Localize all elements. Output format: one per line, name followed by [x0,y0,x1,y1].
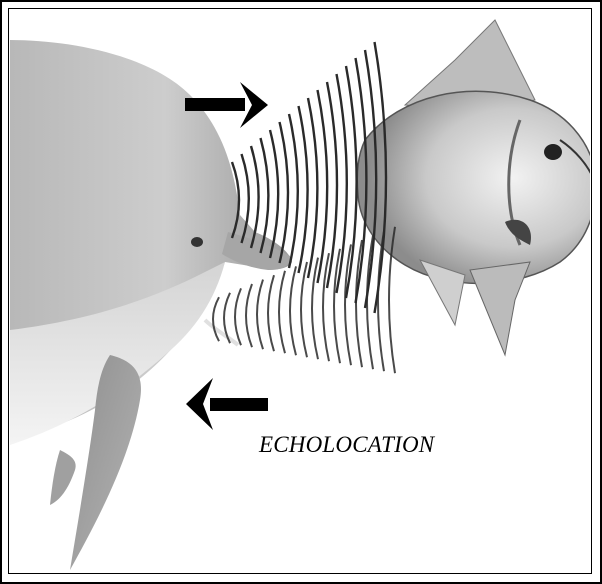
fish-body [357,91,596,283]
dolphin-jaw [205,320,238,345]
fish [357,20,596,355]
echo-wave-arc [323,253,329,361]
fish-lower-fin [470,262,530,355]
echo-wave-arc [268,275,274,351]
echo-wave-arc [290,266,296,355]
echo-wave-arc [301,262,307,357]
sound-wave-arc [270,130,278,258]
dolphin-flipper-2 [50,450,76,505]
echo-wave-arc [235,288,241,345]
sound-wave-arc [280,122,289,263]
diagram-caption: ECHOLOCATION [259,432,434,458]
echo-wave-arc [257,280,263,350]
sound-wave-arc [299,106,308,273]
sound-wave-arc [308,98,317,278]
dolphin-eye [191,237,203,247]
echo-wave-arc [279,271,285,353]
sound-wave-arc [318,90,328,283]
echo-wave-arc [345,244,351,365]
sound-wave-arc [289,114,298,268]
echo-wave-arc [334,249,340,363]
echo-wave-arc [312,258,318,360]
echo-wave-arc [213,297,219,341]
returning-arrow [186,378,268,430]
fish-eye [544,144,562,160]
echo-wave-arc [246,284,252,347]
